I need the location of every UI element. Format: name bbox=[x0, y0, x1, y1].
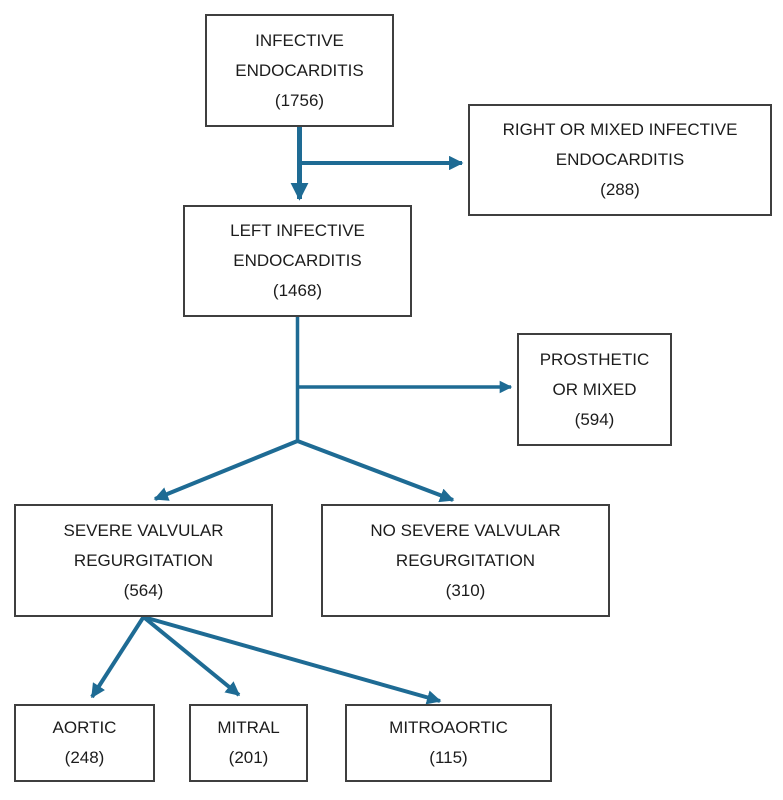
node-count: (201) bbox=[228, 748, 269, 767]
node-mitroaortic: MITROAORTIC (115) bbox=[345, 704, 552, 782]
node-label: INFECTIVE ENDOCARDITIS bbox=[235, 30, 364, 80]
node-count: (1756) bbox=[274, 90, 325, 110]
node-severe-valvular-regurgitation: SEVERE VALVULAR REGURGITATION (564) bbox=[14, 504, 273, 617]
node-label: MITRAL bbox=[217, 718, 280, 737]
node-no-severe-valvular-regurgitation: NO SEVERE VALVULAR REGURGITATION (310) bbox=[321, 504, 610, 617]
node-count: (1468) bbox=[272, 281, 323, 300]
connector-left-ie-to-severe bbox=[153, 439, 299, 501]
node-count: (288) bbox=[600, 180, 640, 199]
node-infective-endocarditis: INFECTIVE ENDOCARDITIS (1756) bbox=[205, 14, 394, 127]
connector-severe-to-mitral bbox=[142, 615, 241, 697]
node-prosthetic-or-mixed: PROSTHETIC OR MIXED (594) bbox=[517, 333, 672, 446]
node-right-or-mixed-infective: RIGHT OR MIXED INFECTIVE ENDOCARDITIS (2… bbox=[468, 104, 772, 216]
node-label: LEFT INFECTIVE ENDOCARDITIS bbox=[230, 221, 365, 270]
node-label: PROSTHETIC OR MIXED bbox=[539, 349, 650, 399]
node-label: MITROAORTIC bbox=[389, 718, 508, 737]
node-label: AORTIC bbox=[52, 718, 117, 737]
node-count: (594) bbox=[574, 409, 615, 429]
node-label: RIGHT OR MIXED INFECTIVE ENDOCARDITIS bbox=[502, 120, 738, 169]
node-label: NO SEVERE VALVULAR REGURGITATION bbox=[370, 520, 561, 570]
node-label: SEVERE VALVULAR REGURGITATION bbox=[63, 520, 224, 570]
connector-left-ie-to-no-severe bbox=[296, 439, 455, 503]
connector-severe-to-mitroaortic bbox=[142, 615, 442, 705]
connector-severe-to-aortic bbox=[90, 615, 146, 699]
node-count: (564) bbox=[123, 580, 164, 600]
node-aortic: AORTIC (248) bbox=[14, 704, 155, 782]
node-count: (310) bbox=[445, 580, 486, 600]
node-mitral: MITRAL (201) bbox=[189, 704, 308, 782]
node-count: (248) bbox=[64, 748, 105, 767]
node-count: (115) bbox=[429, 748, 468, 767]
node-left-infective-endocarditis: LEFT INFECTIVE ENDOCARDITIS (1468) bbox=[183, 205, 412, 317]
